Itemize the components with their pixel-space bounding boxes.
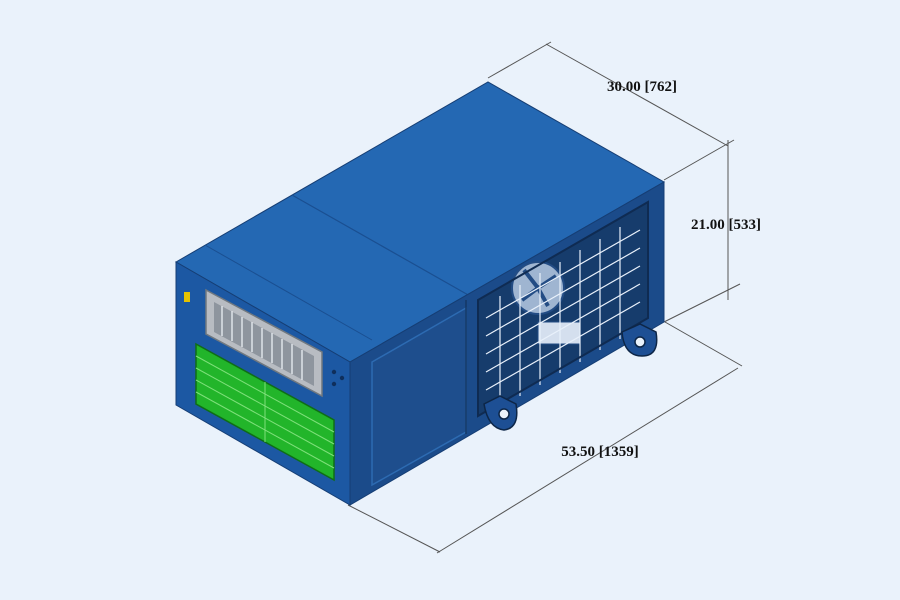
warning-label-icon [184, 292, 190, 302]
length-extension-left [347, 504, 441, 553]
length-dimension-line [436, 367, 739, 554]
control-knobs [331, 369, 345, 387]
coil-grille [195, 342, 335, 482]
length-extension-right [664, 321, 743, 367]
louver-grille [205, 288, 323, 398]
depth-dimension-line [545, 43, 729, 147]
height-extension-bottom [663, 283, 741, 323]
lifting-lugs [483, 323, 658, 431]
depth-extension-right [663, 139, 735, 181]
depth-label: 30.00 [762] [607, 79, 677, 95]
top-panel-seam [291, 194, 471, 297]
dimension-lines [347, 41, 743, 554]
vent-grille-icon [485, 227, 641, 408]
top-panel-seam-front [204, 244, 373, 341]
fan-section [477, 200, 649, 418]
length-label: 53.50 [1359] [561, 444, 639, 460]
depth-extension-left [487, 41, 552, 79]
fan-frame [477, 200, 649, 418]
height-label: 21.00 [533] [691, 217, 761, 233]
